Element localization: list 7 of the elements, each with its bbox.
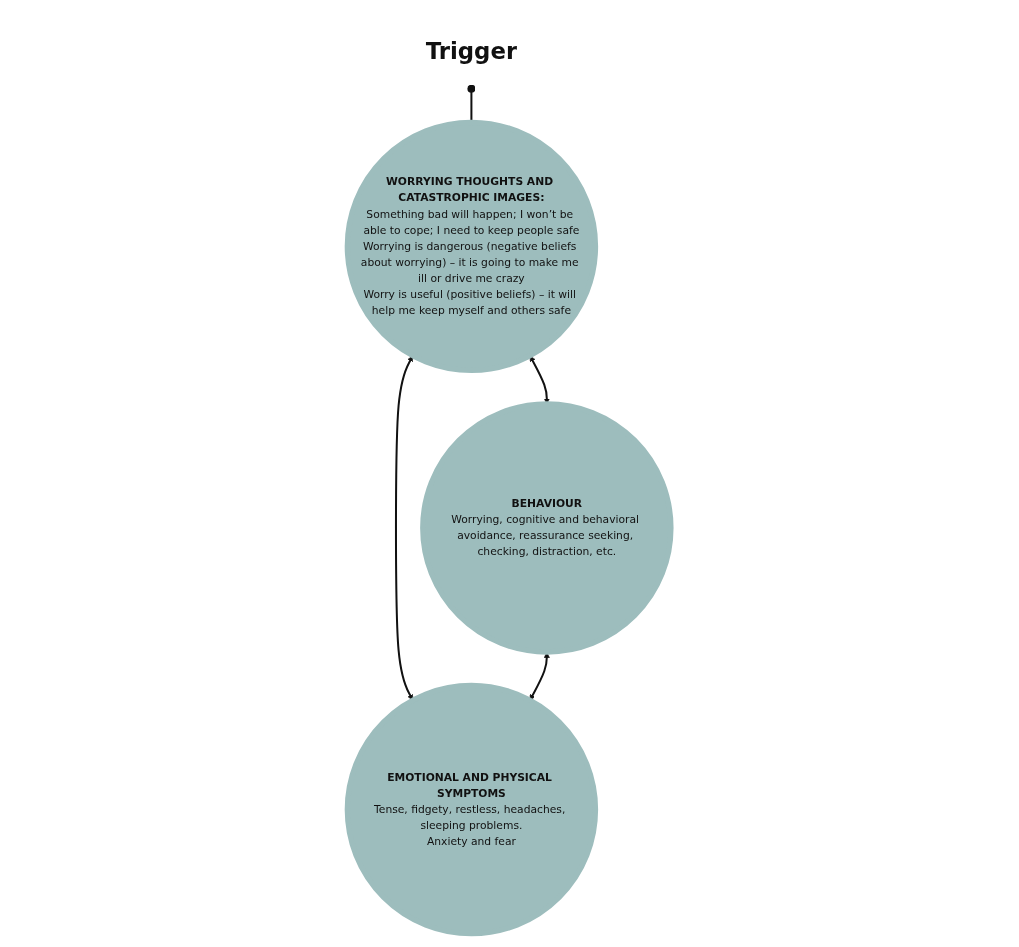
node-circle: BEHAVIOUR Worrying, cognitive and behavioral avoidance, reassurance seeking, checking, distraction, etc. xyxy=(420,400,674,655)
node-text: Trigger xyxy=(426,37,518,65)
node-circle: WORRYING THOUGHTS AND CATASTROPHIC IMAGES: Something bad will happen; I won’t be able to cope; I need to keep people safe Worrying is dangerous (negative beliefs about worrying) – it is going to make me ill or drive me crazy Worry is useful (positive beliefs) – it will help me keep myself and others safe xyxy=(345,119,599,373)
connector xyxy=(467,84,476,122)
arrow xyxy=(530,355,551,404)
node-circle: EMOTIONAL AND PHYSICAL SYMPTOMS Tense, fidgety, restless, headaches, sleeping problems. Anxiety and fear xyxy=(345,682,599,936)
arrow xyxy=(395,355,414,700)
